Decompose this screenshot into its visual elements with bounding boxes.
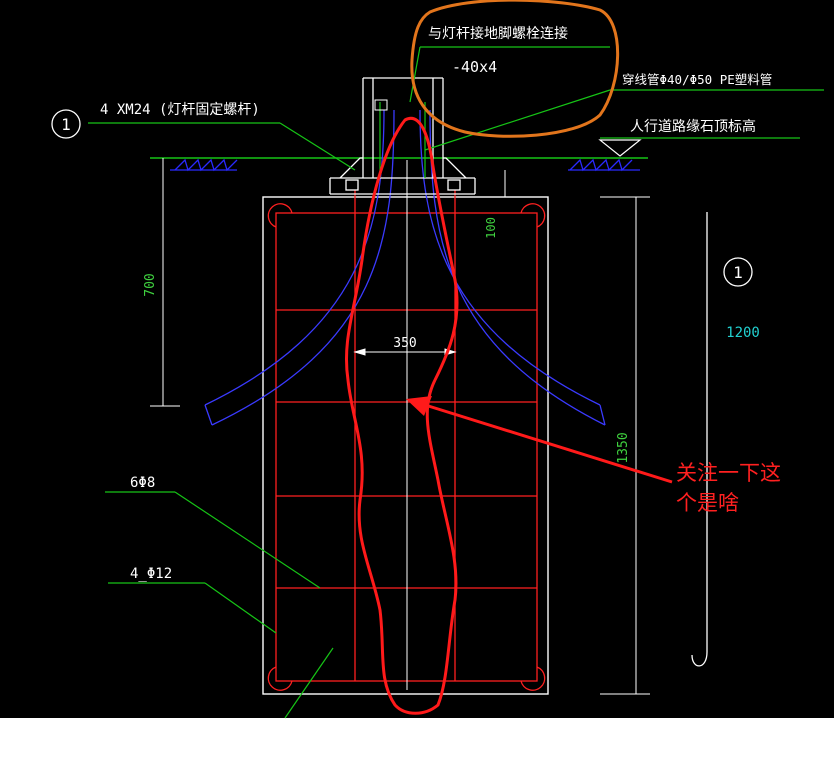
dimension-700-text: 700 <box>143 273 158 296</box>
dimension-700 <box>150 158 180 407</box>
label-bolt-connection: 与灯杆接地脚螺栓连接 <box>428 25 568 42</box>
annotation-note-line1: 关注一下这 <box>676 461 781 485</box>
label-conduit-spec: 穿线管Φ40/Φ50 PE塑料管 <box>622 72 772 87</box>
section-circle-icon <box>723 257 753 287</box>
annotation-note-line2: 个是啥 <box>676 491 739 515</box>
section-circle-icon <box>51 109 81 139</box>
label-stirrup: 6Φ8 <box>130 475 155 491</box>
markup-red-arrow <box>406 396 673 484</box>
dimension-100-text: 100 <box>484 217 498 239</box>
label-anchor-bolt: 4 XM24 (灯杆固定螺杆) <box>100 102 260 118</box>
markup-red-loop <box>344 116 459 715</box>
foundation-outline <box>262 196 549 695</box>
section-marker-left: 1 <box>61 115 71 134</box>
ground-hatch-icon <box>170 158 238 172</box>
section-marker-right: 1 <box>733 263 743 282</box>
dimension-1350-text: 1350 <box>616 432 631 463</box>
label-flat-steel: -40x4 <box>452 58 497 76</box>
leader-lines <box>88 46 824 719</box>
dimension-100 <box>500 170 548 198</box>
ground-hatch-icon <box>568 158 640 172</box>
label-curb-elevation: 人行道路缘石顶标高 <box>630 118 756 135</box>
markup-orange-loop <box>410 0 620 138</box>
label-main-bar: 4_Φ12 <box>130 566 172 582</box>
terminal-block <box>374 99 388 111</box>
dimension-1350 <box>600 196 650 695</box>
elevation-triangle-icon <box>598 139 642 157</box>
long-bar <box>691 212 708 667</box>
dimension-350-text: 350 <box>393 336 416 351</box>
dimension-1200-text: 1200 <box>726 325 760 341</box>
